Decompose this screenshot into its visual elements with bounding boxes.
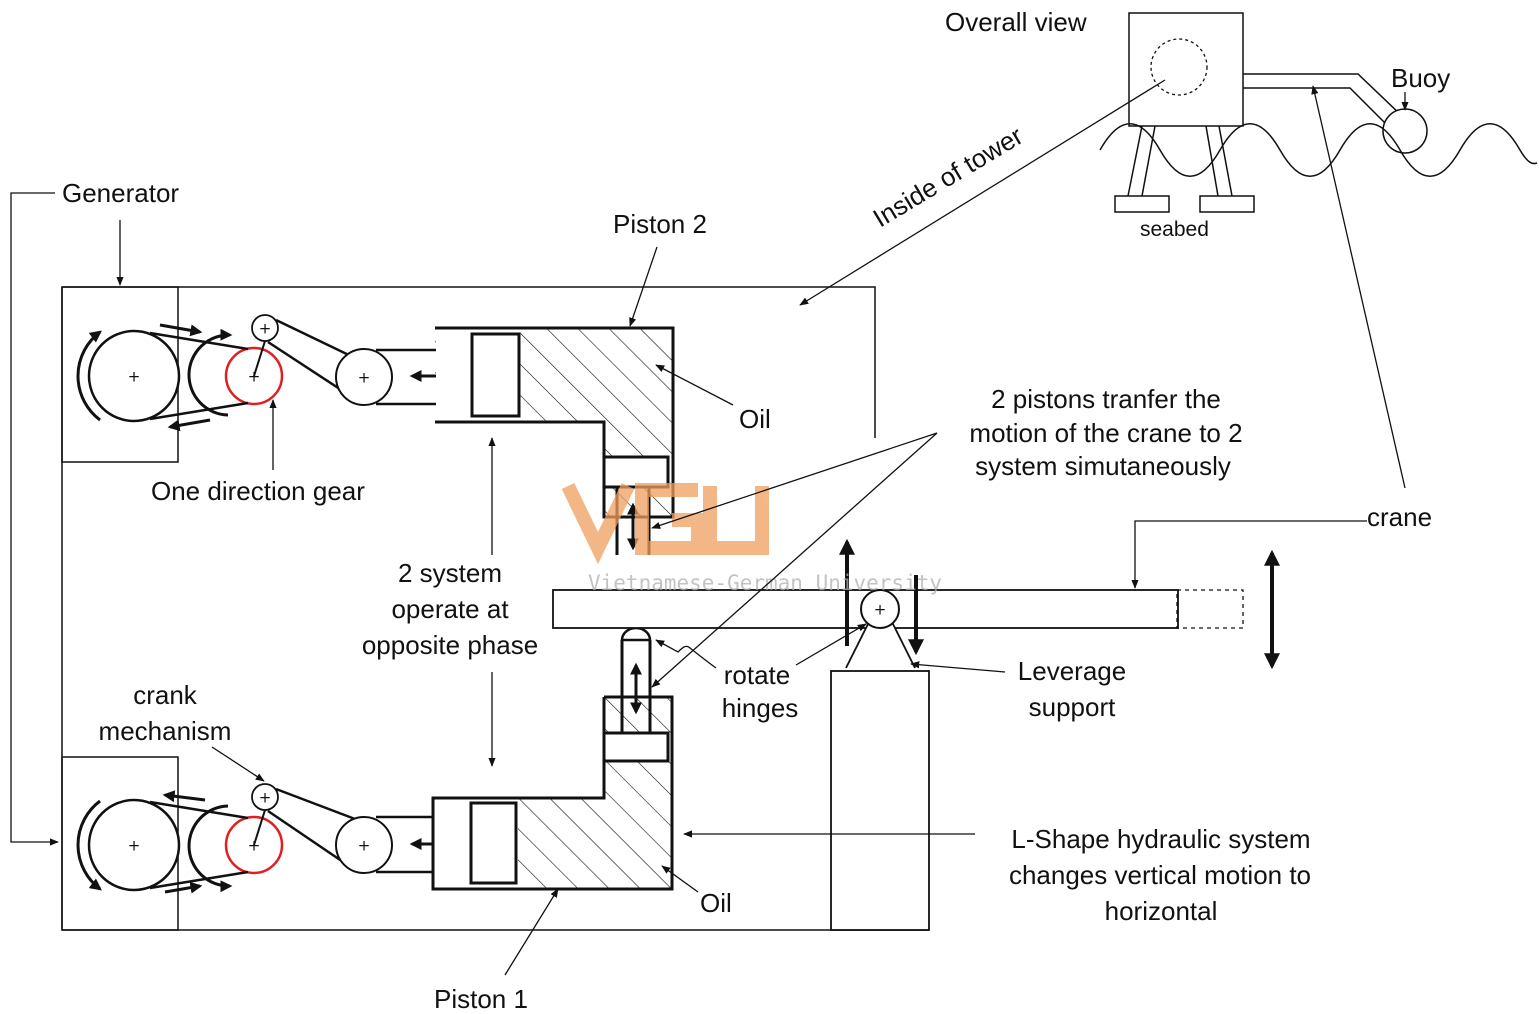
- piston-head-top: [470, 332, 521, 418]
- pistons-transfer-pointer-bottom: [651, 432, 938, 688]
- belt-arrow-bottom-lower: [164, 881, 203, 894]
- svg-text:+: +: [358, 837, 371, 855]
- inside-of-tower-pointer: [799, 79, 1166, 306]
- svg-text:+: +: [128, 837, 141, 855]
- rotation-arrow-bottom-gear: [187, 804, 233, 893]
- rotation-arrow-top-gear: [187, 328, 233, 417]
- svg-text:opposite phase: opposite phase: [362, 630, 538, 660]
- tower-box: [1128, 12, 1244, 127]
- vertical-piston-top: [602, 455, 670, 489]
- crane-beam-extension: [1176, 589, 1244, 629]
- tower-inner-circle: [1150, 38, 1208, 96]
- opposite-phase-label: 2 system operate at opposite phase: [362, 558, 538, 660]
- vertical-piston-bottom: [602, 731, 670, 763]
- vgu-logo: [561, 482, 769, 565]
- inside-of-tower-label: Inside of tower: [868, 120, 1029, 233]
- rotation-arrow-bottom-gen: [76, 799, 102, 891]
- oil-top-pointer: [655, 364, 734, 406]
- rotate-hinges-label: rotate hinges: [722, 660, 799, 723]
- seabed-base-right: [1199, 195, 1255, 213]
- seabed-base-left: [1114, 195, 1170, 213]
- svg-text:changes vertical motion to: changes vertical motion to: [1009, 860, 1311, 890]
- gear-assembly-bottom: + + + +: [76, 783, 470, 894]
- sea-wave: [1099, 123, 1538, 177]
- svg-text:+: +: [358, 369, 371, 387]
- rotate-hinge-bottom: [620, 626, 652, 642]
- rotate-hinges-pointer-right: [795, 623, 867, 666]
- svg-text:crank: crank: [133, 680, 198, 710]
- svg-text:motion of the crane to 2: motion of the crane to 2: [969, 418, 1242, 448]
- svg-text:mechanism: mechanism: [99, 716, 232, 746]
- svg-text:support: support: [1029, 692, 1116, 722]
- generator-bracket: [10, 192, 59, 846]
- svg-text:+: +: [248, 837, 261, 855]
- oil-bottom-pointer: [661, 865, 699, 893]
- l-shape-hydraulic-bottom: [431, 626, 674, 891]
- pistons-transfer-label: 2 pistons tranfer the motion of the cran…: [969, 384, 1242, 481]
- overall-view: Overall view Buoy seabed: [945, 7, 1538, 241]
- svg-text:L-Shape hydraulic system: L-Shape hydraulic system: [1011, 824, 1310, 854]
- seabed-label: seabed: [1140, 218, 1209, 241]
- piston-1-label: Piston 1: [434, 984, 528, 1014]
- crank-wheel-bottom: [335, 816, 393, 874]
- svg-text:rotate: rotate: [724, 660, 791, 690]
- generator-label: Generator: [62, 178, 179, 208]
- belt-arrow-top-upper: [159, 323, 203, 337]
- generator-wheel-bottom: [87, 798, 181, 892]
- piston-1-pointer: [504, 888, 559, 976]
- belt-arrow-bottom-upper: [162, 790, 206, 803]
- oil-bottom-label: Oil: [700, 888, 732, 918]
- one-direction-gear-label: One direction gear: [151, 476, 365, 506]
- piston-2-pointer: [629, 246, 658, 327]
- watermark-subtitle: Vietnamese-German University: [588, 571, 942, 595]
- svg-text:horizontal: horizontal: [1105, 896, 1218, 926]
- svg-text:+: +: [259, 320, 272, 338]
- svg-text:+: +: [874, 601, 887, 619]
- crane-label: crane: [1367, 502, 1432, 532]
- generator-wheel-top: [87, 329, 181, 423]
- pistons-transfer-pointer-top: [651, 432, 938, 529]
- overall-view-label: Overall view: [945, 7, 1087, 37]
- buoy-label: Buoy: [1391, 63, 1450, 93]
- gear-assembly-top: + + + +: [76, 314, 472, 432]
- pivot-hinge: [860, 589, 900, 629]
- svg-text:+: +: [128, 368, 141, 386]
- crane-beam: [552, 549, 1280, 670]
- vgu-watermark: Vietnamese-German University: [561, 482, 942, 595]
- svg-text:+: +: [248, 368, 261, 386]
- svg-text:system simutaneously: system simutaneously: [975, 451, 1231, 481]
- leverage-support-label: Leverage support: [1018, 656, 1126, 722]
- svg-text:Leverage: Leverage: [1018, 656, 1126, 686]
- crane-pointer: [1131, 520, 1367, 589]
- rotation-arrow-top-gen: [76, 330, 102, 422]
- piston-2-label: Piston 2: [613, 209, 707, 239]
- crane-overall-pointer: [1311, 85, 1406, 489]
- crank-wheel-top: [335, 348, 393, 406]
- oil-top-label: Oil: [739, 404, 771, 434]
- overall-crane-arm: [1243, 73, 1403, 129]
- svg-text:operate at: operate at: [391, 594, 509, 624]
- svg-text:2 system: 2 system: [398, 558, 502, 588]
- buoy-shape: [1382, 108, 1428, 154]
- tower-legs: [1127, 125, 1233, 197]
- crank-mechanism-pointer: [211, 746, 265, 782]
- svg-text:2 pistons tranfer the: 2 pistons tranfer the: [991, 384, 1221, 414]
- leverage-support: +: [830, 538, 930, 931]
- belt-arrow-top-lower: [167, 418, 211, 432]
- rotate-hinges-pointer-left: [655, 639, 717, 669]
- piston-head-bottom: [469, 801, 518, 885]
- l-shape-label: L-Shape hydraulic system changes vertica…: [1009, 824, 1311, 926]
- leverage-support-pointer: [910, 661, 1006, 673]
- svg-text:hinges: hinges: [722, 693, 799, 723]
- svg-text:+: +: [259, 789, 272, 807]
- crank-mechanism-label: crank mechanism: [99, 680, 232, 746]
